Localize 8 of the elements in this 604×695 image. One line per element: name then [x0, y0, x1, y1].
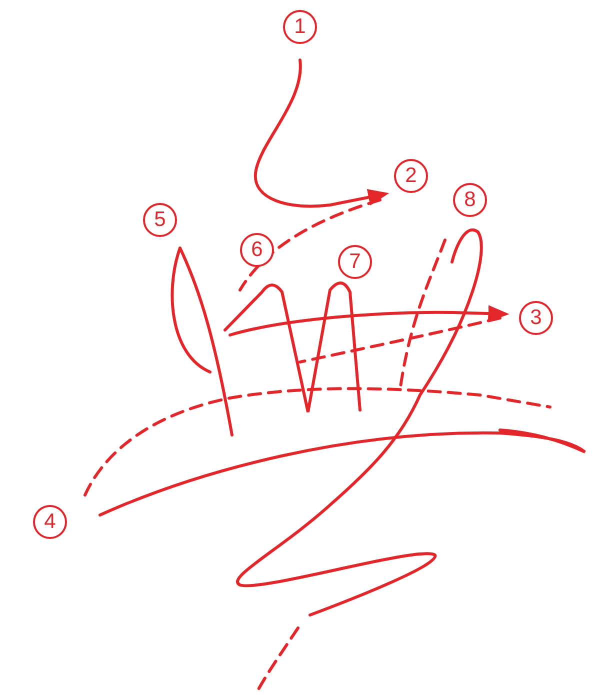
- callout-number: 2: [394, 159, 428, 193]
- callout-number: 3: [519, 301, 553, 335]
- callout-number: 4: [33, 505, 67, 539]
- callout-number: 6: [240, 233, 274, 267]
- callout-number: 1: [283, 10, 317, 44]
- callout-number: 5: [143, 203, 177, 237]
- callout-number: 8: [453, 183, 487, 217]
- callout-number: 7: [338, 245, 372, 279]
